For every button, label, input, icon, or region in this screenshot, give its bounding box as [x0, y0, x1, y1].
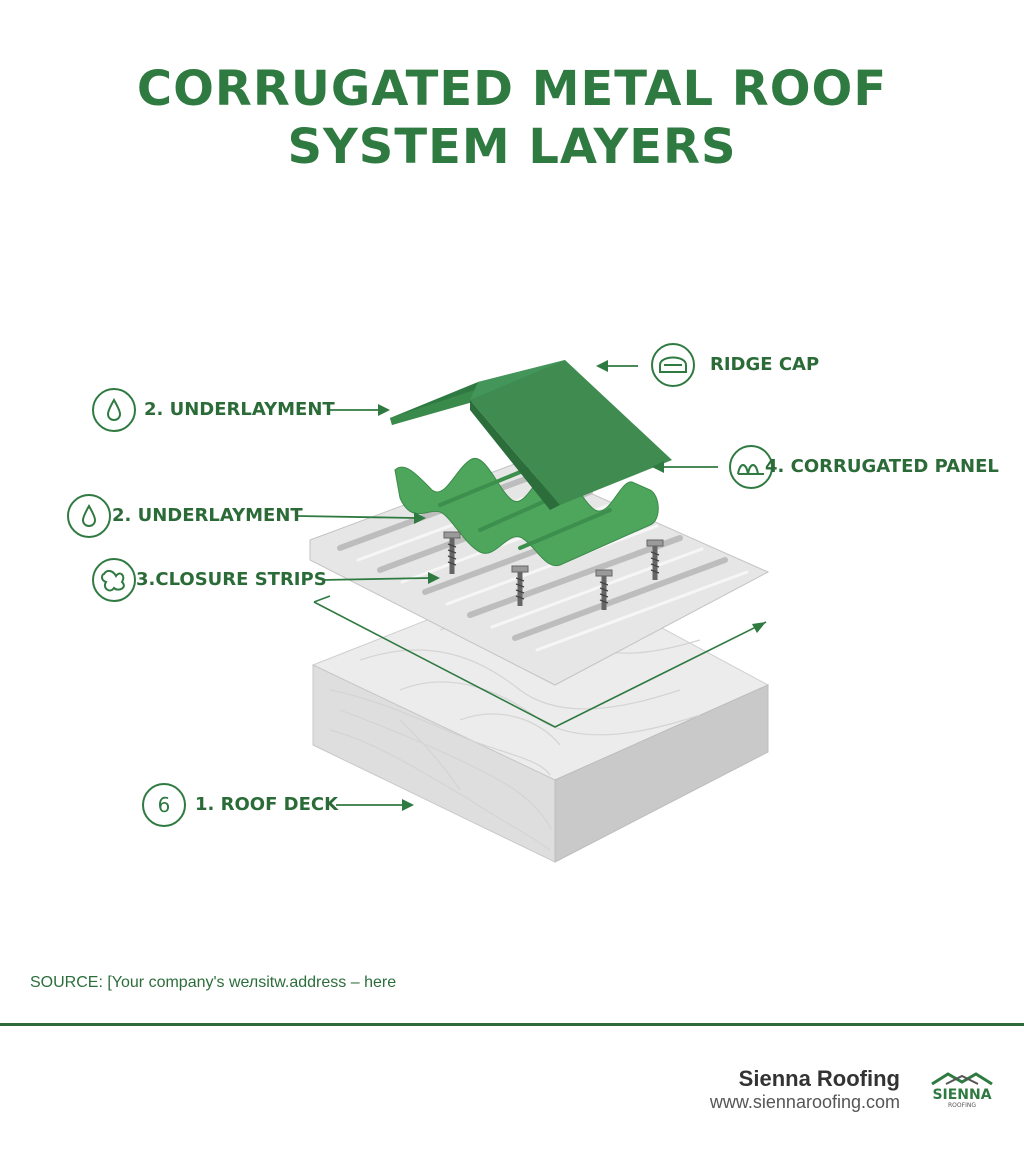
label-roof-deck: 1. ROOF DECK — [195, 794, 339, 815]
brand-url[interactable]: www.siennaroofing.com — [709, 1092, 900, 1112]
screw-1 — [443, 531, 461, 574]
logo-text: SIENNA — [932, 1087, 991, 1103]
label-closure-strips: 3.CLOSURE STRIPS — [136, 569, 327, 590]
water-drop-icon-2 — [67, 494, 111, 538]
arrow-underlayment-top — [330, 404, 390, 416]
arrow-closure-strips — [321, 572, 440, 584]
arrow-underlayment-mid — [297, 512, 426, 524]
label-underlayment-top: 2. UNDERLAYMENT — [144, 399, 335, 420]
sienna-logo: SIENNA ROOFING — [931, 1072, 993, 1109]
outline-arrowhead — [752, 622, 766, 633]
title-line-2: SYSTEM LAYERS — [287, 119, 737, 175]
arrow-corrugated-panel — [652, 461, 718, 473]
layer-outline — [313, 601, 767, 728]
screw-4 — [646, 539, 664, 580]
arrow-roof-deck — [336, 799, 414, 811]
title-line-1: CORRUGATED METAL ROOF — [136, 61, 888, 117]
label-underlayment-mid: 2. UNDERLAYMENT — [112, 505, 303, 526]
roof-deck-badge-text: 6 — [158, 793, 171, 817]
brand-name: Sienna Roofing — [738, 1066, 900, 1091]
label-ridge-cap: RIDGE CAP — [710, 354, 820, 375]
ridge-cap — [390, 360, 672, 510]
water-drop-icon — [92, 388, 136, 432]
arrow-ridge-cap — [596, 360, 638, 372]
page-title: CORRUGATED METAL ROOF SYSTEM LAYERS — [0, 60, 1024, 176]
roof-layers-diagram: 6 — [67, 343, 773, 863]
logo-subtext: ROOFING — [948, 1102, 976, 1109]
ridge-cap-icon — [651, 343, 695, 387]
screw-3 — [595, 569, 613, 610]
label-corrugated-panel: 4. CORRUGATED PANEL — [765, 456, 999, 477]
roof-deck-badge — [142, 783, 186, 827]
footer-divider — [0, 1023, 1024, 1026]
screw-2 — [511, 565, 529, 606]
corrugated-panel-icon — [729, 445, 773, 489]
source-note: SOURCE: [Your company's wелsitw.address … — [30, 974, 397, 991]
closure-strip-icon — [92, 558, 136, 602]
